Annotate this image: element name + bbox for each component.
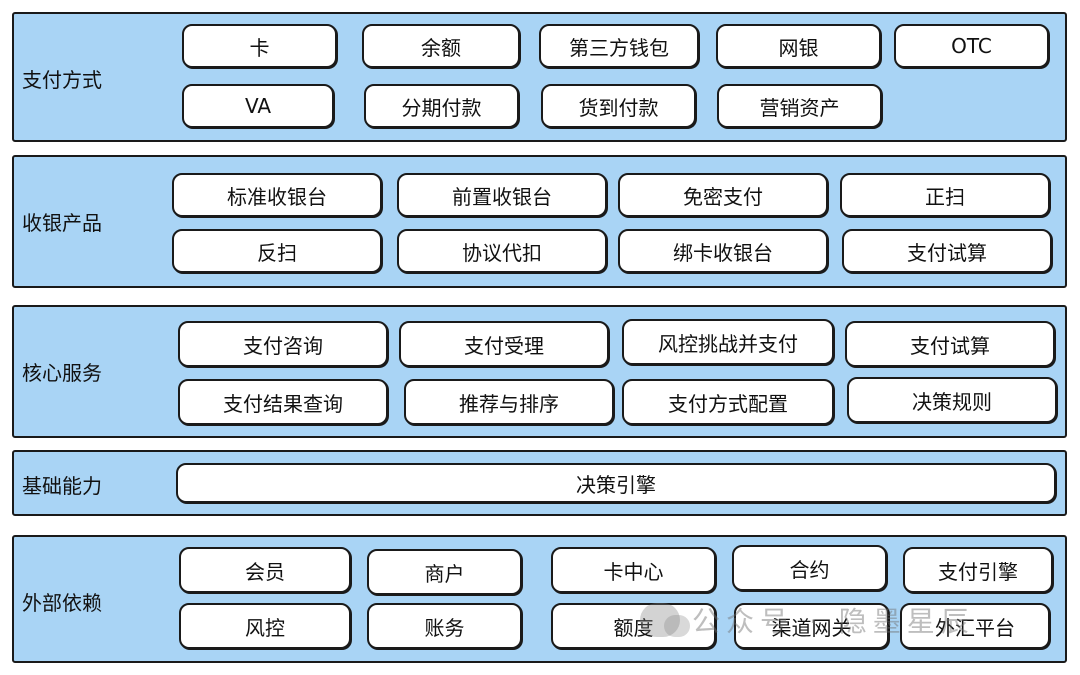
item-member[interactable]: 会员 [179,547,351,593]
item-installment[interactable]: 分期付款 [364,84,519,128]
layer-external-dependencies: 外部依赖 会员 商户 卡中心 合约 支付引擎 风控 账务 额度 渠道网关 外汇平… [12,535,1067,663]
layer-label: 核心服务 [22,361,102,385]
item-third-party-wallet[interactable]: 第三方钱包 [539,24,699,68]
item-pre-checkout[interactable]: 前置收银台 [397,173,607,217]
item-payment-accept[interactable]: 支付受理 [399,321,609,367]
item-forward-scan[interactable]: 正扫 [840,173,1050,217]
item-card[interactable]: 卡 [182,24,337,68]
layer-core-services: 核心服务 支付咨询 支付受理 风控挑战并支付 支付试算 支付结果查询 推荐与排序… [12,305,1067,438]
item-contract[interactable]: 合约 [732,545,887,591]
item-payment-estimate[interactable]: 支付试算 [842,229,1052,273]
item-decision-engine[interactable]: 决策引擎 [176,463,1056,503]
layer-label: 外部依赖 [22,591,102,615]
layer-label: 基础能力 [22,474,102,498]
item-agreement-debit[interactable]: 协议代扣 [397,229,607,273]
item-merchant[interactable]: 商户 [367,549,522,595]
item-accounting[interactable]: 账务 [367,603,522,649]
item-forex-platform[interactable]: 外汇平台 [900,603,1050,649]
item-standard-checkout[interactable]: 标准收银台 [172,173,382,217]
item-decision-rules[interactable]: 决策规则 [847,377,1057,423]
item-card-center[interactable]: 卡中心 [551,547,716,593]
item-balance[interactable]: 余额 [362,24,520,68]
item-payment-consult[interactable]: 支付咨询 [178,321,388,367]
item-payment-method-config[interactable]: 支付方式配置 [622,379,834,425]
item-risk-challenge-pay[interactable]: 风控挑战并支付 [622,319,834,365]
item-va[interactable]: VA [182,84,334,128]
item-payment-estimate[interactable]: 支付试算 [845,321,1055,367]
layer-label: 收银产品 [22,211,102,235]
item-quota[interactable]: 额度 [551,603,716,649]
item-payment-result-query[interactable]: 支付结果查询 [178,379,388,425]
item-online-banking[interactable]: 网银 [716,24,881,68]
item-cash-on-delivery[interactable]: 货到付款 [541,84,696,128]
layer-checkout-products: 收银产品 标准收银台 前置收银台 免密支付 正扫 反扫 协议代扣 绑卡收银台 支… [12,155,1067,288]
item-bind-card-checkout[interactable]: 绑卡收银台 [618,229,828,273]
item-reverse-scan[interactable]: 反扫 [172,229,382,273]
layer-base-capabilities: 基础能力 决策引擎 [12,450,1067,516]
item-recommend-sort[interactable]: 推荐与排序 [404,379,614,425]
item-password-free-pay[interactable]: 免密支付 [618,173,828,217]
layer-label: 支付方式 [22,68,102,92]
layer-payment-methods: 支付方式 卡 余额 第三方钱包 网银 OTC VA 分期付款 货到付款 营销资产 [12,12,1067,142]
item-otc[interactable]: OTC [894,24,1049,68]
item-marketing-assets[interactable]: 营销资产 [717,84,882,128]
item-payment-engine[interactable]: 支付引擎 [903,547,1053,593]
item-channel-gateway[interactable]: 渠道网关 [734,603,889,649]
item-risk-control[interactable]: 风控 [179,603,351,649]
